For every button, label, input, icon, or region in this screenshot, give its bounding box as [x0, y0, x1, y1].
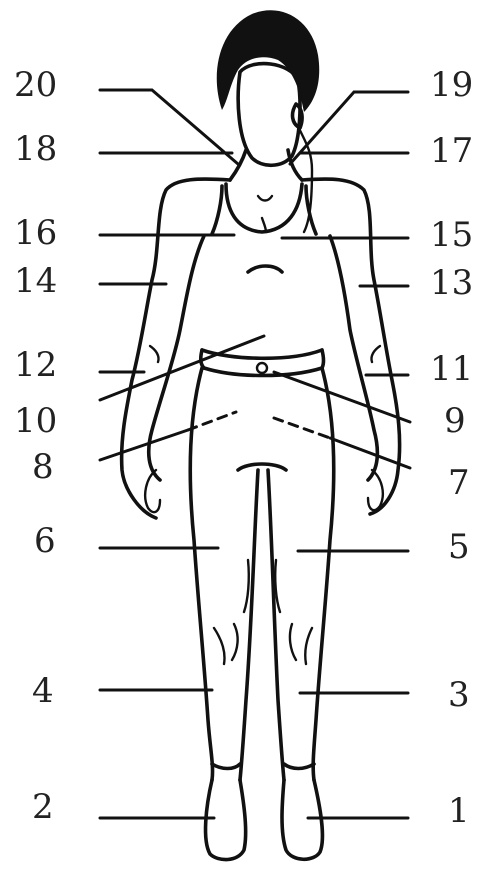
label-7: 7	[448, 463, 470, 503]
right-sock-band	[284, 764, 314, 769]
right-leg-outer	[313, 368, 334, 780]
chest-mark	[262, 218, 266, 232]
left-inner-arm	[149, 236, 204, 480]
pointer-9	[274, 372, 410, 422]
label-11: 11	[430, 349, 473, 389]
left-leg-inner	[240, 470, 258, 780]
clavicle-mark	[258, 196, 272, 201]
label-5: 5	[448, 527, 470, 567]
label-4: 4	[32, 671, 54, 711]
label-19: 19	[430, 65, 473, 105]
label-16: 16	[14, 213, 57, 253]
left-leg-outer	[190, 368, 212, 780]
right-arm-outline	[302, 179, 400, 514]
right-inner-arm	[330, 236, 377, 480]
belt-right-end	[322, 350, 324, 368]
label-8: 8	[32, 447, 54, 487]
navel-mark	[248, 266, 282, 272]
top-strap-left	[212, 186, 222, 234]
pointer-7-dashed	[274, 418, 330, 438]
right-leg-inner	[268, 470, 284, 780]
label-10: 10	[14, 401, 57, 441]
label-1: 1	[448, 791, 470, 831]
label-9: 9	[444, 401, 466, 441]
pointer-lines	[100, 90, 410, 818]
thigh-crease-right	[275, 560, 280, 612]
belt-buckle	[257, 363, 267, 373]
label-18: 18	[14, 129, 57, 169]
right-elbow	[371, 346, 380, 362]
thigh-crease-left	[244, 560, 249, 612]
label-12: 12	[14, 345, 57, 385]
left-knee	[214, 624, 238, 664]
label-15: 15	[430, 215, 473, 255]
crotch	[238, 464, 286, 470]
label-14: 14	[14, 261, 57, 301]
hair	[217, 10, 319, 112]
label-6: 6	[34, 521, 56, 561]
right-knee	[290, 624, 312, 664]
label-3: 3	[448, 675, 470, 715]
label-20: 20	[14, 65, 57, 105]
label-2: 2	[32, 787, 54, 827]
label-13: 13	[430, 263, 473, 303]
pointer-10	[100, 336, 264, 400]
left-foot	[206, 780, 246, 860]
pointer-8	[100, 430, 188, 460]
body-figure	[122, 10, 400, 859]
left-sock-band	[212, 764, 240, 769]
left-elbow	[150, 346, 159, 362]
ear-ornament	[293, 104, 303, 128]
label-17: 17	[430, 131, 473, 171]
right-foot	[282, 780, 322, 859]
pointer-8-dashed	[188, 412, 236, 430]
